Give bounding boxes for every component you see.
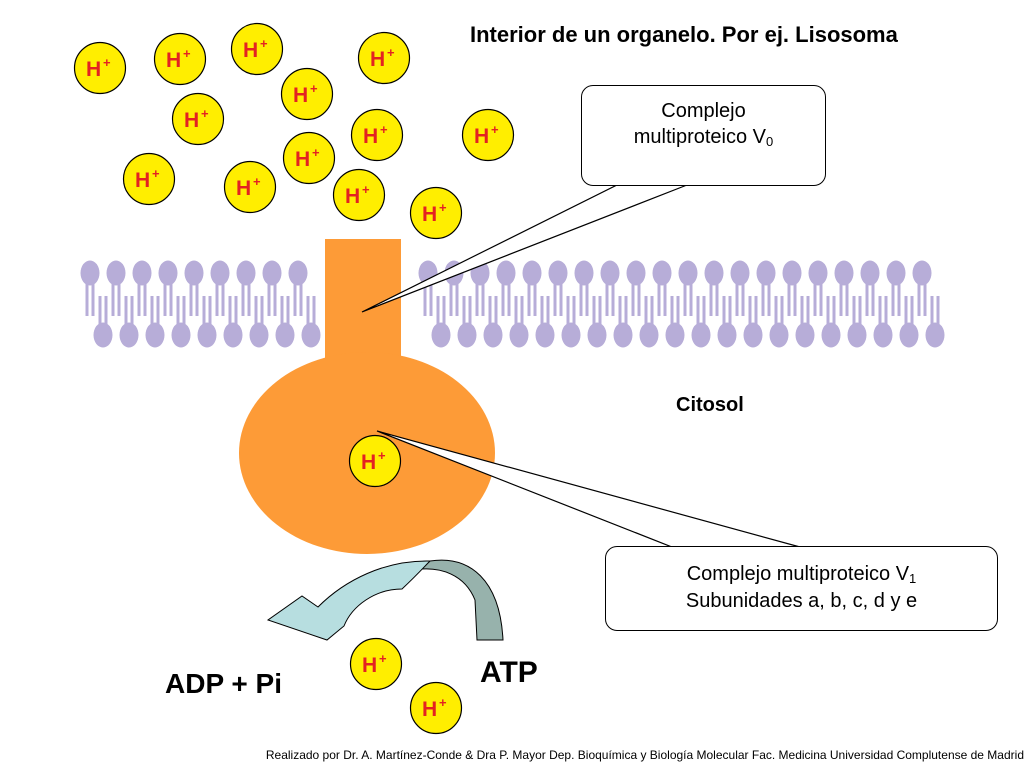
citosol-label: Citosol [676, 394, 744, 416]
atp-hydrolysis-arrow [266, 559, 504, 641]
proton-ion: H+ [282, 131, 336, 185]
callout-v0-line1: Complejo [661, 100, 746, 122]
lipid-bilayer-membrane [80, 260, 945, 348]
proton-ion: H+ [409, 186, 463, 240]
lipid-molecule [548, 260, 581, 348]
proton-label: H [363, 125, 378, 148]
lipid-molecule [808, 260, 841, 348]
footer-credit: Realizado por Dr. A. Martínez-Conde & Dr… [265, 748, 1024, 762]
lipid-molecule [158, 260, 191, 348]
lipid-molecule [782, 260, 815, 348]
proton-label: H [293, 84, 308, 107]
proton-ion: H+ [349, 637, 403, 691]
proton-charge: + [439, 200, 447, 215]
callout-v1-line2: Subunidades a, b, c, d y e [685, 589, 918, 612]
lipid-molecule [496, 260, 529, 348]
proton-label: H [370, 48, 385, 71]
proton-label: H [422, 203, 437, 226]
lipid-molecule [678, 260, 711, 348]
callout-v1: Complejo multiproteico V1 Subunidades a,… [605, 546, 998, 631]
proton-ion: H+ [357, 31, 411, 85]
proton-label: H [474, 125, 489, 148]
lipid-molecule [444, 260, 477, 348]
proton-ion: H+ [332, 168, 386, 222]
proton-ion: H+ [223, 160, 277, 214]
proton-charge: + [312, 145, 320, 160]
lipid-molecule [652, 260, 685, 348]
proton-ion: H+ [153, 32, 207, 86]
lipid-molecule [106, 260, 139, 348]
proton-label: H [295, 148, 310, 171]
proton-ion: H+ [350, 108, 404, 162]
proton-ion: H+ [122, 152, 176, 206]
lipid-molecule [886, 260, 919, 348]
proton-charge: + [152, 166, 160, 181]
proton-group: H+H+H+H+H+H+H+H+H+H+H+H+H+H+H+H+ [73, 22, 515, 735]
proton-ion: H+ [230, 22, 284, 76]
lipid-molecule [574, 260, 607, 348]
proton-label: H [135, 169, 150, 192]
proton-ion: H+ [409, 681, 463, 735]
callout-v0-line2: multiproteico V0 [633, 126, 774, 149]
lipid-molecule [834, 260, 867, 348]
proton-charge: + [310, 81, 318, 96]
proton-charge: + [378, 448, 386, 463]
proton-label: H [166, 49, 181, 72]
proton-ion: H+ [73, 41, 127, 95]
lipid-molecule [236, 260, 269, 348]
proton-charge: + [387, 45, 395, 60]
lipid-molecule [184, 260, 217, 348]
proton-label: H [184, 109, 199, 132]
adp-label: ADP + Pi [165, 668, 282, 699]
proton-charge: + [183, 46, 191, 61]
lipid-molecule [80, 260, 113, 348]
lipid-molecule [132, 260, 165, 348]
arrow-light-head [266, 560, 432, 641]
proton-label: H [86, 58, 101, 81]
proton-label: H [362, 654, 377, 677]
proton-charge: + [439, 695, 447, 710]
proton-charge: + [103, 55, 111, 70]
proton-ion: H+ [348, 434, 402, 488]
proton-charge: + [201, 106, 209, 121]
callout-v0-subscript: 0 [766, 134, 774, 149]
lipid-molecule [288, 260, 321, 348]
proton-label: H [345, 185, 360, 208]
callout-v1-subscript: 1 [909, 571, 917, 586]
lipid-molecule [626, 260, 659, 348]
atp-label: ATP [480, 656, 538, 689]
lipid-molecule [756, 260, 789, 348]
lipid-molecule [600, 260, 633, 348]
lipid-molecule [860, 260, 893, 348]
proton-charge: + [260, 36, 268, 51]
lipid-molecule [730, 260, 763, 348]
proton-ion: H+ [461, 108, 515, 162]
proton-charge: + [380, 122, 388, 137]
proton-ion: H+ [280, 67, 334, 121]
callout-v1-line1: Complejo multiproteico V1 [686, 563, 917, 586]
callout-v0: Complejo multiproteico V0 [581, 85, 826, 186]
proton-ion: H+ [171, 92, 225, 146]
proton-charge: + [253, 174, 261, 189]
proton-label: H [236, 177, 251, 200]
lipid-molecule [912, 260, 945, 348]
proton-label: H [361, 451, 376, 474]
lipid-molecule [210, 260, 243, 348]
lipid-molecule [704, 260, 737, 348]
proton-label: H [243, 39, 258, 62]
lipid-molecule [418, 260, 451, 348]
lipid-molecule [262, 260, 295, 348]
diagram-title: Interior de un organelo. Por ej. Lisosom… [470, 22, 898, 47]
proton-label: H [422, 698, 437, 721]
proton-charge: + [362, 182, 370, 197]
proton-charge: + [491, 122, 499, 137]
proton-charge: + [379, 651, 387, 666]
lipid-molecule [522, 260, 555, 348]
v0-stalk [325, 239, 401, 374]
